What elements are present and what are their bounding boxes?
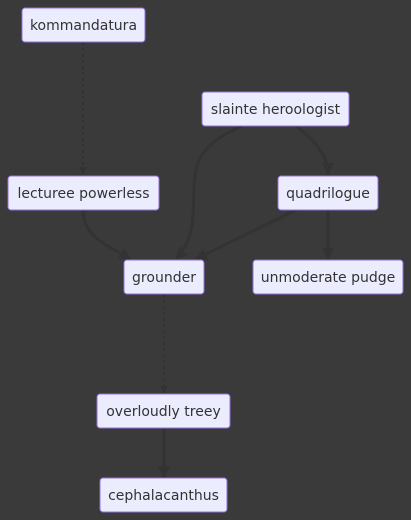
node-lecturee-powerless[interactable]: lecturee powerless [7, 175, 160, 211]
node-unmoderate-pudge[interactable]: unmoderate pudge [252, 259, 404, 295]
edge-slainte-heroologist-to-grounder [174, 124, 243, 260]
node-quadrilogue[interactable]: quadrilogue [277, 175, 379, 211]
node-label: slainte heroologist [211, 102, 341, 118]
node-overloudly-treey[interactable]: overloudly treey [96, 393, 231, 429]
edge-quadrilogue-to-grounder [194, 208, 297, 261]
node-label: quadrilogue [286, 186, 370, 202]
node-cephalacanthus[interactable]: cephalacanthus [99, 477, 228, 513]
node-grounder[interactable]: grounder [123, 259, 205, 295]
node-label: overloudly treey [106, 404, 221, 420]
edge-lecturee-powerless-to-grounder [81, 209, 132, 261]
node-label: unmoderate pudge [261, 270, 395, 286]
edge-slainte-heroologist-to-quadrilogue [295, 124, 334, 176]
node-label: kommandatura [30, 18, 137, 34]
node-label: grounder [132, 270, 196, 286]
node-kommandatura[interactable]: kommandatura [21, 7, 146, 43]
node-slainte-heroologist[interactable]: slainte heroologist [201, 91, 350, 127]
node-label: cephalacanthus [108, 488, 219, 504]
node-label: lecturee powerless [17, 186, 149, 202]
edges [79, 42, 334, 479]
